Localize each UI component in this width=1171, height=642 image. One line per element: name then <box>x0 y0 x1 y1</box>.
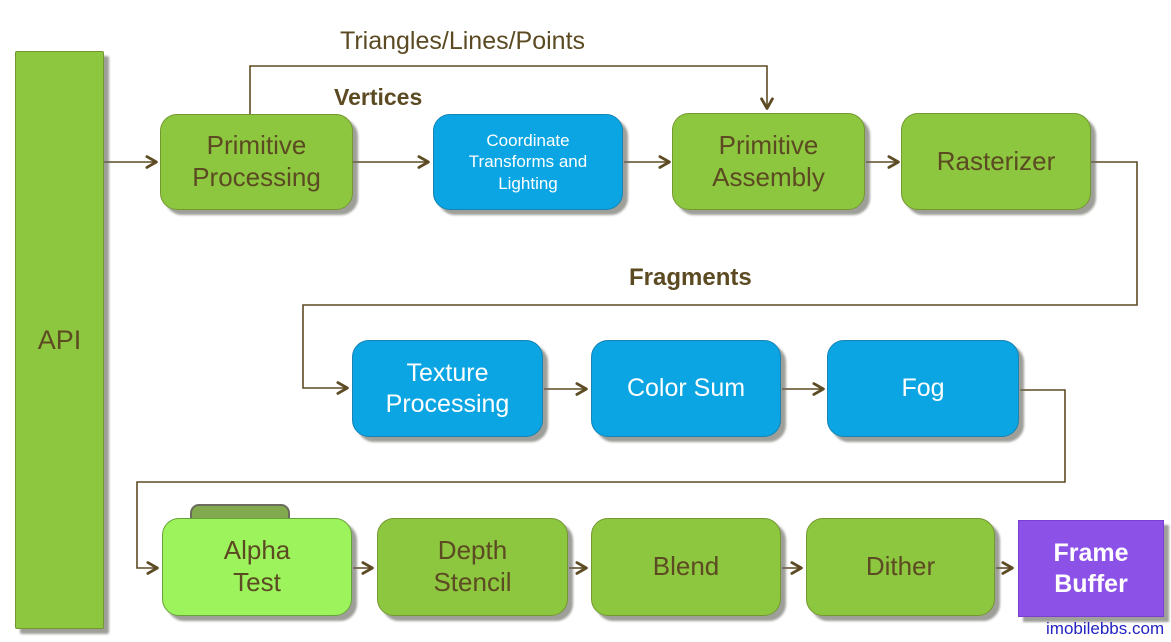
dither-box: Dither <box>806 518 995 616</box>
rasterizer-box: Rasterizer <box>901 113 1091 210</box>
fog-box: Fog <box>827 340 1019 437</box>
api-box: API <box>15 51 104 629</box>
connector-primitive-processing-bypass-to-primitive-assembly <box>249 65 767 114</box>
depth-stencil-box: Depth Stencil <box>377 518 568 616</box>
alpha-test-box: Alpha Test <box>162 518 352 616</box>
primitive-assembly-box: Primitive Assembly <box>672 113 865 210</box>
vertices-label: Vertices <box>334 84 423 110</box>
triangles-lines-points-label: Triangles/Lines/Points <box>340 27 586 55</box>
blend-box: Blend <box>591 518 781 616</box>
texture-processing-box: Texture Processing <box>352 340 543 437</box>
color-sum-box: Color Sum <box>591 340 781 437</box>
primitive-processing-box: Primitive Processing <box>160 114 353 210</box>
fragments-label: Fragments <box>629 264 752 291</box>
coordinate-transforms-box: Coordinate Transforms and Lighting <box>433 114 623 210</box>
watermark-text: imobilebbs.com <box>1046 619 1165 638</box>
frame-buffer-box: Frame Buffer <box>1018 520 1164 617</box>
